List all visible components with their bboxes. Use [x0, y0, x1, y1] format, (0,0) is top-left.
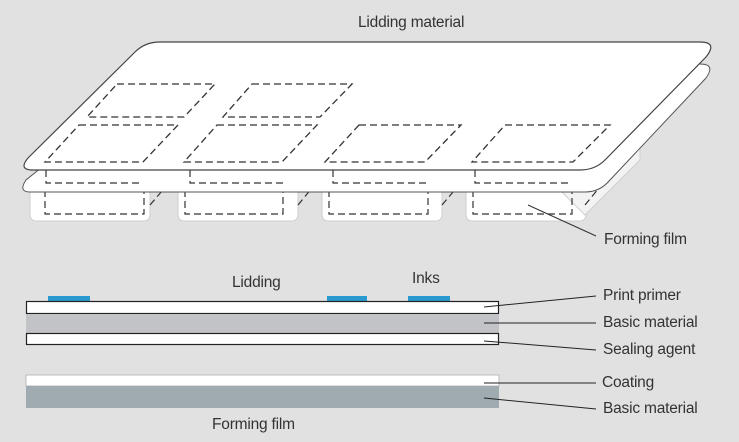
- forming-film-callout: Forming film: [604, 231, 687, 248]
- print-primer-label: Print primer: [603, 287, 681, 304]
- print-primer-layer: [25, 300, 500, 315]
- cavity: [177, 187, 299, 222]
- lidding-sheet: [23, 41, 712, 171]
- ink-mark: [48, 296, 90, 301]
- forming-basic-material-layer: [26, 386, 499, 408]
- forming-cross-section: [25, 374, 500, 408]
- cavity: [321, 187, 443, 222]
- sealing-agent-label: Sealing agent: [603, 341, 696, 358]
- lidding-basic-material-layer: [26, 314, 499, 335]
- leader-lines: [483, 295, 597, 410]
- cavity: [29, 187, 151, 222]
- lidding-material-title: Lidding material: [358, 14, 465, 31]
- inks-label: Inks: [412, 270, 440, 287]
- lidding-label: Lidding: [232, 274, 281, 291]
- lidding-cross-section: [25, 296, 500, 346]
- coating-layer: [25, 374, 500, 387]
- forming-film-label: Forming film: [212, 416, 295, 433]
- forming-sheet-dashes: [45, 170, 572, 184]
- ink-mark: [327, 296, 367, 301]
- sealing-agent-layer: [25, 332, 500, 346]
- basic-material-label: Basic material: [603, 314, 698, 331]
- coating-label: Coating: [602, 374, 655, 391]
- forming-film-leader: [527, 204, 597, 237]
- ink-mark: [408, 296, 450, 301]
- lidding-dashes: [43, 83, 612, 163]
- forming-basic-material-label: Basic material: [603, 400, 698, 417]
